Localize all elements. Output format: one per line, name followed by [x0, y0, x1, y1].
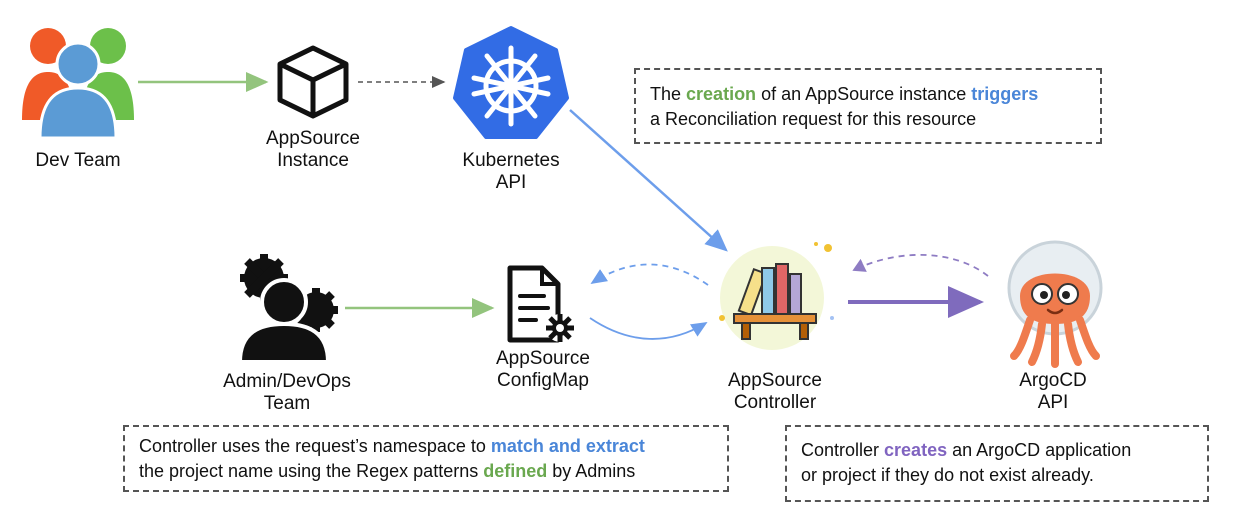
- keyword-triggers: triggers: [971, 84, 1039, 104]
- arrow-k8s-to-controller: [569, 109, 728, 252]
- dev-team-label: Dev Team: [20, 150, 136, 172]
- argocd-api-label: ArgoCD API: [988, 370, 1118, 414]
- note-match-line1: Controller uses the request’s namespace …: [139, 436, 645, 456]
- appsource-configmap-line1: AppSource: [495, 348, 590, 369]
- arrow-argocd-to-controller: [852, 253, 989, 277]
- kubernetes-api-line2: API: [495, 172, 527, 193]
- appsource-instance-line2: Instance: [277, 150, 349, 171]
- appsource-controller-line1: AppSource: [727, 370, 822, 391]
- cube-icon: [277, 45, 349, 119]
- note-creates-line1: Controller creates an ArgoCD application: [801, 440, 1132, 460]
- kubernetes-api-line1: Kubernetes: [462, 150, 560, 171]
- keyword-defined: defined: [483, 461, 548, 481]
- document-gear-icon: [507, 265, 574, 343]
- keyword-match-and-extract: match and extract: [490, 436, 645, 456]
- note-reconciliation-line1: The creation of an AppSource instance tr…: [650, 84, 1039, 104]
- bookshelf-icon: [719, 242, 834, 350]
- argo-octopus-icon: [1007, 240, 1103, 368]
- appsource-configmap-line2: ConfigMap: [497, 370, 589, 391]
- admin-team-label: Admin/DevOps Team: [212, 371, 362, 415]
- note-match-extract: Controller uses the request’s namespace …: [123, 425, 729, 492]
- appsource-controller-line2: Controller: [733, 392, 817, 413]
- note-reconciliation-line2: a Reconciliation request for this resour…: [650, 109, 977, 129]
- argocd-api-line2: API: [1037, 392, 1069, 413]
- people-icon: [22, 28, 134, 140]
- admin-team-line1: Admin/DevOps: [223, 371, 351, 392]
- appsource-instance-label: AppSource Instance: [250, 128, 376, 172]
- admin-team-line2: Team: [263, 393, 311, 414]
- arrow-configmap-to-controller: [589, 317, 708, 340]
- appsource-configmap-label: AppSource ConfigMap: [478, 348, 608, 392]
- appsource-controller-label: AppSource Controller: [710, 370, 840, 414]
- arrow-controller-to-configmap: [590, 263, 709, 286]
- kubernetes-api-label: Kubernetes API: [446, 150, 576, 194]
- note-match-line2: the project name using the Regex pattern…: [139, 461, 636, 481]
- argocd-api-line1: ArgoCD: [1019, 370, 1087, 391]
- kubernetes-icon: [453, 26, 569, 139]
- keyword-creates: creates: [884, 440, 948, 460]
- note-creates-line2: or project if they do not exist already.: [801, 465, 1094, 485]
- appsource-instance-line1: AppSource: [265, 128, 360, 149]
- note-creates: Controller creates an ArgoCD application…: [785, 425, 1209, 502]
- gear-people-icon: [237, 254, 338, 364]
- dev-team-text: Dev Team: [35, 150, 121, 171]
- note-reconciliation: The creation of an AppSource instance tr…: [634, 68, 1102, 144]
- keyword-creation: creation: [686, 84, 757, 104]
